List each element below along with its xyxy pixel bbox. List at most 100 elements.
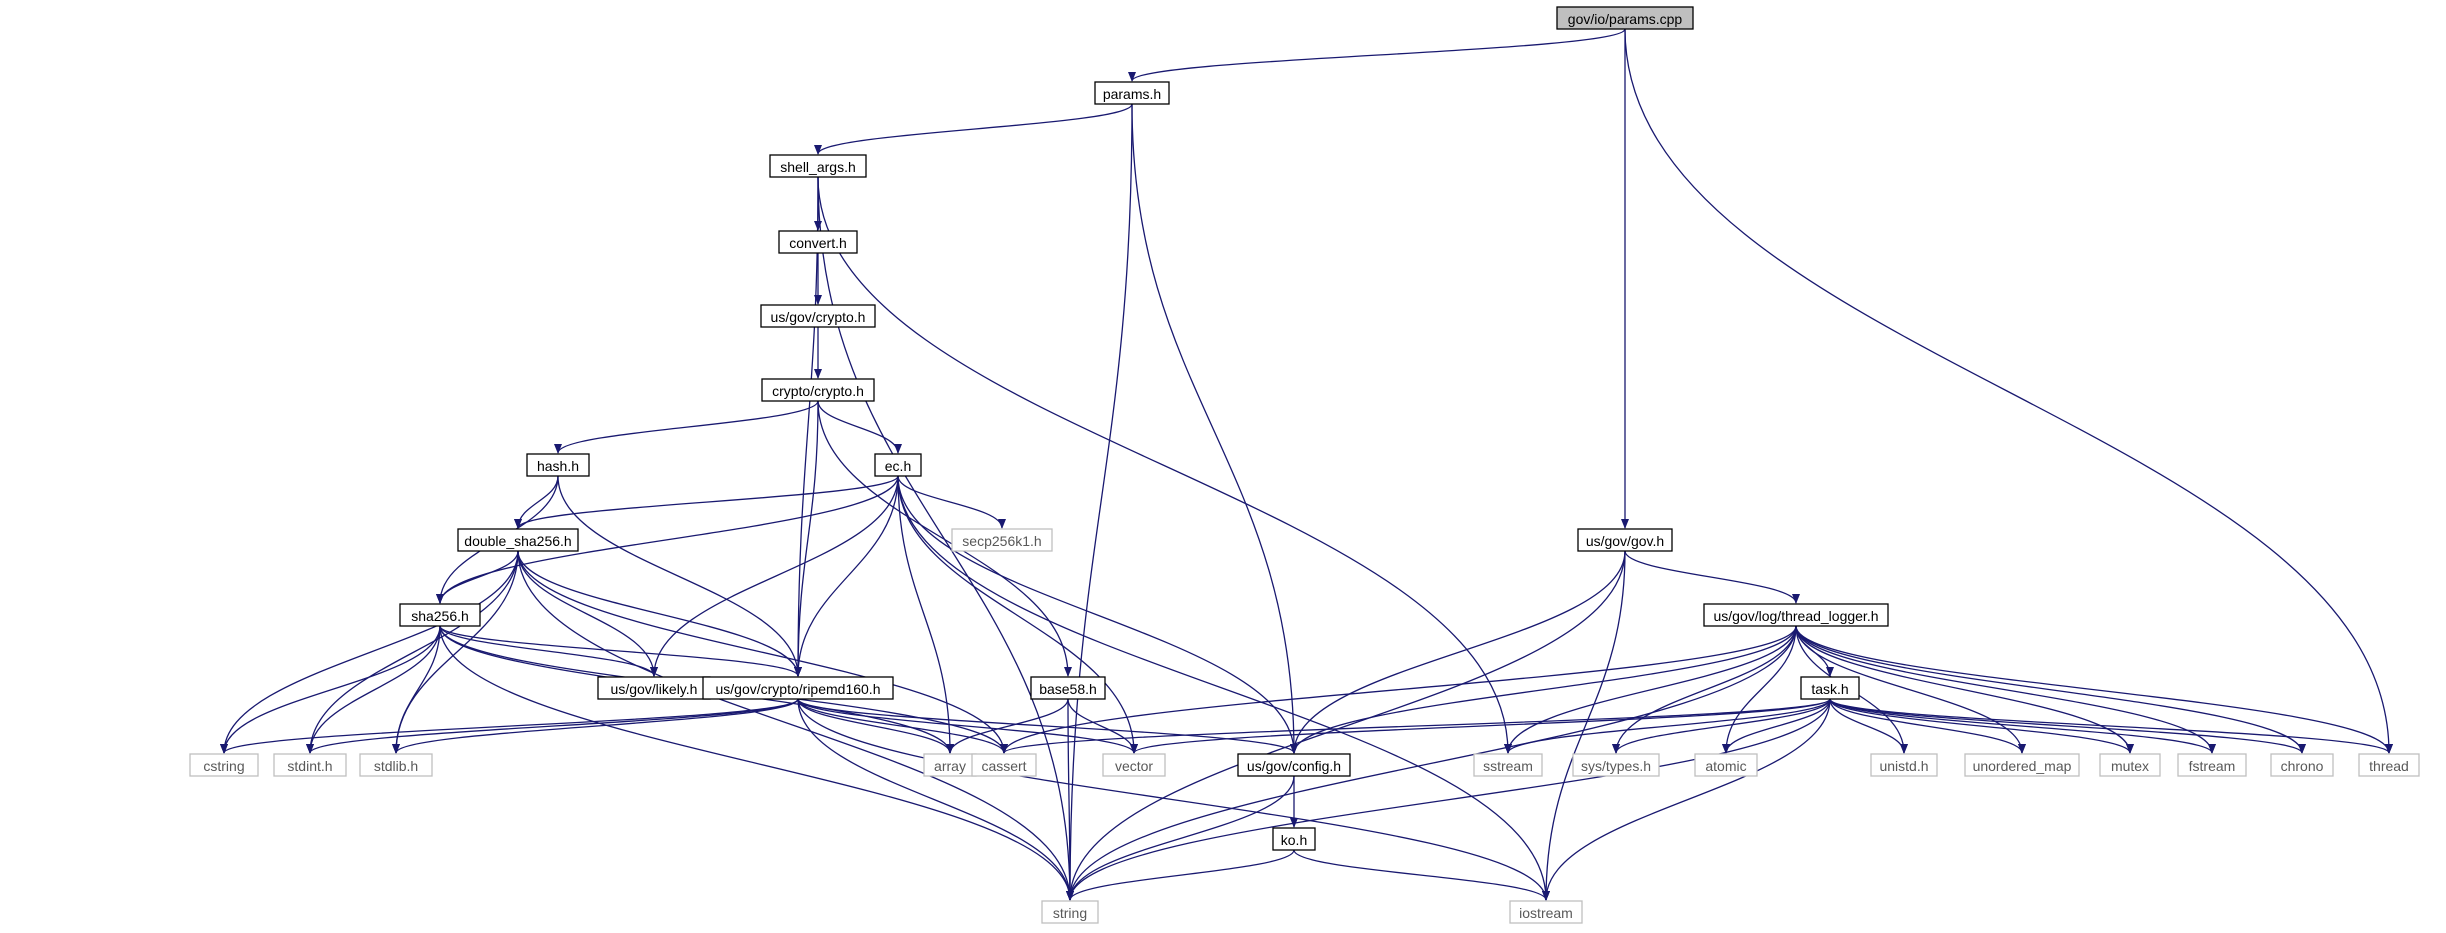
node-usgov-crypto-h: us/gov/crypto.h [760,304,876,328]
node-label: secp256k1.h [962,533,1041,549]
node-box [273,753,347,777]
node-gov-h: us/gov/gov.h [1577,528,1673,552]
node-thread-logger-h: us/gov/log/thread_logger.h [1703,603,1889,627]
dependency-edges [220,28,2393,901]
node-label: us/gov/config.h [1247,758,1341,774]
edge-crypto_crypto_h-to-hash_h [554,400,819,454]
node-box [1964,753,2080,777]
node-double-sha256-h: double_sha256.h [457,528,579,552]
edge-base58_h-to-vector [1067,698,1138,754]
edge-double_sha256_h-to-likely_h [517,550,658,677]
node-iostream: iostream [1509,900,1583,924]
edge-thread_logger_h-to-thread [1795,625,2393,754]
edge-task_h-to-cassert [1000,698,1831,754]
node-box [2270,753,2334,777]
node-box [778,230,858,254]
node-label: string [1053,905,1087,921]
node-thread: thread [2358,753,2420,777]
edge-task_h-to-chrono [1829,698,2306,754]
node-box [951,528,1053,552]
node-label: stdlib.h [374,758,418,774]
node-crypto-crypto-h: crypto/crypto.h [761,378,875,402]
edge-params_cpp-to-params_h [1128,28,1626,82]
edge-params_h-to-shell_args_h [814,103,1133,155]
edge-thread_logger_h-to-string [1066,625,1797,901]
edge-task_h-to-unordered_map [1829,698,2026,754]
edge-double_sha256_h-to-ripemd160_h [517,550,802,677]
node-label: fstream [2189,758,2236,774]
node-box [874,453,922,477]
node-mutex: mutex [2099,753,2161,777]
node-box [1556,6,1694,30]
node-box [761,378,875,402]
node-box [1694,753,1758,777]
node-label: task.h [1811,681,1848,697]
edge-thread_logger_h-to-config_h [1290,625,1797,754]
node-box [1509,900,1583,924]
node-unordered-map: unordered_map [1964,753,2080,777]
node-box [1030,676,1106,700]
edge-thread_logger_h-to-cassert [1000,625,1797,754]
edge-thread_logger_h-to-mutex [1795,625,2134,754]
node-box [2099,753,2161,777]
node-task-h: task.h [1800,676,1860,700]
edge-ko_h-to-iostream [1293,849,1550,901]
node-box [2177,753,2247,777]
edge-ripemd160_h-to-cassert [797,698,1008,754]
edge-gov_h-to-iostream [1542,550,1626,901]
edge-crypto_crypto_h-to-ec_h [817,400,902,454]
node-label: chrono [2281,758,2324,774]
node-unistd-h: unistd.h [1870,753,1938,777]
node-label: shell_args.h [780,159,856,175]
node-string: string [1041,900,1099,924]
node-sys-types-h: sys/types.h [1572,753,1660,777]
edge-ec_h-to-likely_h [650,475,899,677]
node-label: crypto/crypto.h [772,383,864,399]
edge-config_h-to-string [1066,775,1295,901]
node-label: sstream [1483,758,1533,774]
edge-gov_h-to-config_h [1290,550,1626,754]
edge-sha256_h-to-stdint_h [306,625,441,754]
node-label: sha256.h [411,608,469,624]
edge-ripemd160_h-to-stdint_h [306,698,799,754]
node-label: us/gov/crypto.h [771,309,866,325]
edge-double_sha256_h-to-cassert [517,550,1008,754]
edge-double_sha256_h-to-sha256_h [436,550,519,604]
edge-task_h-to-unistd_h [1829,698,1908,754]
node-chrono: chrono [2270,753,2334,777]
edge-sha256_h-to-likely_h [439,625,658,677]
node-ec-h: ec.h [874,453,922,477]
node-sha256-h: sha256.h [399,603,481,627]
edge-double_sha256_h-to-cstring [220,550,519,754]
node-convert-h: convert.h [778,230,858,254]
node-label: params.h [1103,86,1161,102]
node-array: array [923,753,977,777]
node-label: hash.h [537,458,579,474]
edge-ripemd160_h-to-iostream [797,698,1550,901]
edge-base58_h-to-array [946,698,1069,754]
node-box [1572,753,1660,777]
file-nodes: gov/io/params.cppparams.hshell_args.hcon… [189,6,2420,924]
node-box [1094,81,1170,105]
edge-ripemd160_h-to-cstring [220,698,799,754]
node-label: us/gov/likely.h [611,681,698,697]
node-likely-h: us/gov/likely.h [597,676,711,700]
edge-task_h-to-atomic [1722,698,1831,754]
edge-ec_h-to-double_sha256_h [514,475,899,529]
edge-ripemd160_h-to-stdlib_h [392,698,799,754]
node-sstream: sstream [1473,753,1543,777]
node-secp256k1-h: secp256k1.h [951,528,1053,552]
edge-ec_h-to-array [897,475,954,754]
edge-shell_args_h-to-sstream [817,176,1512,754]
node-label: ec.h [885,458,911,474]
node-cstring: cstring [189,753,259,777]
edge-ripemd160_h-to-array [797,698,954,754]
node-vector: vector [1102,753,1166,777]
node-box [2358,753,2420,777]
node-label: atomic [1705,758,1746,774]
node-box [189,753,259,777]
node-label: us/gov/crypto/ripemd160.h [716,681,881,697]
node-box [1237,753,1351,777]
node-label: unistd.h [1879,758,1928,774]
edge-double_sha256_h-to-stdint_h [306,550,519,754]
